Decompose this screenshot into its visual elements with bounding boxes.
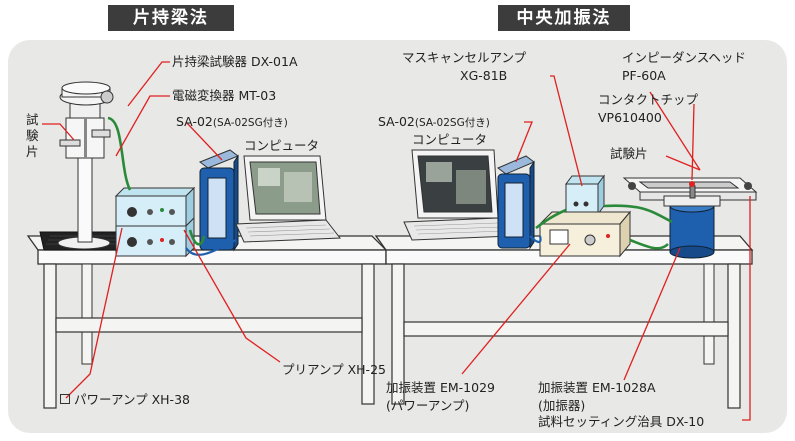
- title-center-excitation: 中央加振法: [498, 5, 630, 31]
- label-masking-line2: XG-81B: [460, 68, 508, 83]
- label-impedance-line1: インピーダンスヘッド: [622, 50, 746, 65]
- label-em1029-line2: (パワーアンプ): [386, 398, 470, 413]
- label-mt03: 電磁変換器 MT-03: [172, 88, 277, 103]
- dx01a-tester: [57, 81, 114, 250]
- laptop-right: [403, 149, 513, 241]
- label-sa02-left: SA-02(SA-02SG付き): [176, 114, 288, 131]
- label-poweramp: パワーアンプ XH-38: [60, 392, 190, 407]
- amplifier-stack: [114, 186, 196, 258]
- leader-lines: [42, 61, 751, 421]
- title-cantilever: 片持梁法: [108, 5, 234, 31]
- label-computer-left: コンピュータ: [244, 138, 320, 153]
- poweramp-marker: [60, 394, 70, 404]
- label-specimen-left: 試験片: [26, 112, 39, 159]
- em1029-unit: [538, 210, 632, 258]
- label-computer-right: コンピュータ: [412, 132, 488, 147]
- sa02-right-text: SA-02: [378, 114, 415, 129]
- sa02-right-sub: (SA-02SG付き): [414, 117, 490, 129]
- sa02-left-sub: (SA-02SG付き): [212, 117, 288, 129]
- label-dx10: 試料セッティング治具 DX-10: [538, 414, 705, 429]
- laptop-left: [235, 155, 341, 243]
- label-masking-line1: マスキャンセルアンプ: [402, 50, 527, 65]
- label-em1029-line1: 加振装置 EM-1029: [386, 380, 495, 395]
- xg81b-unit: [565, 174, 605, 216]
- label-sa02-right: SA-02(SA-02SG付き): [378, 114, 490, 131]
- label-preamp: プリアンプ XH-25: [282, 362, 386, 377]
- sa02-right-unit: [497, 155, 535, 250]
- label-em1028a-line2: (加振器): [538, 398, 586, 413]
- label-contact-line1: コンタクトチップ: [598, 92, 699, 107]
- label-contact-line2: VP610400: [598, 110, 662, 125]
- poweramp-text: パワーアンプ XH-38: [74, 392, 190, 407]
- em1028a-exciter: [663, 181, 721, 259]
- label-em1028a-line1: 加振装置 EM-1028A: [538, 380, 656, 395]
- label-impedance-line2: PF-60A: [622, 68, 666, 83]
- label-specimen-right: 試験片: [610, 146, 648, 161]
- sa02-left-text: SA-02: [176, 114, 213, 129]
- label-dx01a: 片持梁試験器 DX-01A: [172, 54, 298, 69]
- sa02-left-unit: [198, 149, 240, 252]
